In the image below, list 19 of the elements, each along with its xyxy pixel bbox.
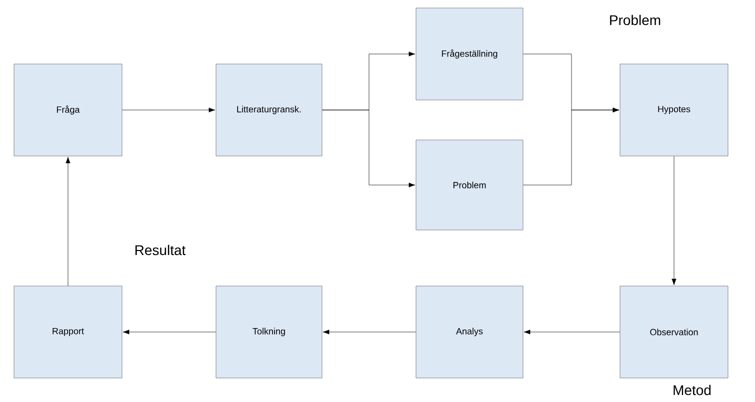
arrow — [122, 330, 216, 334]
process-box: Observation — [620, 286, 728, 378]
process-box: Litteraturgransk. — [216, 64, 322, 156]
process-box: Hypotes — [620, 64, 728, 156]
process-box: Rapport — [14, 286, 122, 378]
process-box: Analys — [416, 286, 524, 378]
arrow — [66, 156, 70, 286]
process-box: Tolkning — [216, 286, 322, 378]
process-box: Problem — [416, 140, 524, 230]
section-label: Resultat — [135, 244, 186, 256]
arrow — [322, 330, 416, 334]
section-label: Problem — [610, 14, 660, 26]
arrow — [524, 330, 620, 334]
process-box: Fråga — [14, 64, 122, 156]
arrow — [322, 110, 416, 188]
process-box: Frågeställning — [416, 8, 524, 100]
arrow — [672, 156, 676, 286]
arrow — [523, 108, 620, 186]
arrow — [122, 108, 216, 112]
